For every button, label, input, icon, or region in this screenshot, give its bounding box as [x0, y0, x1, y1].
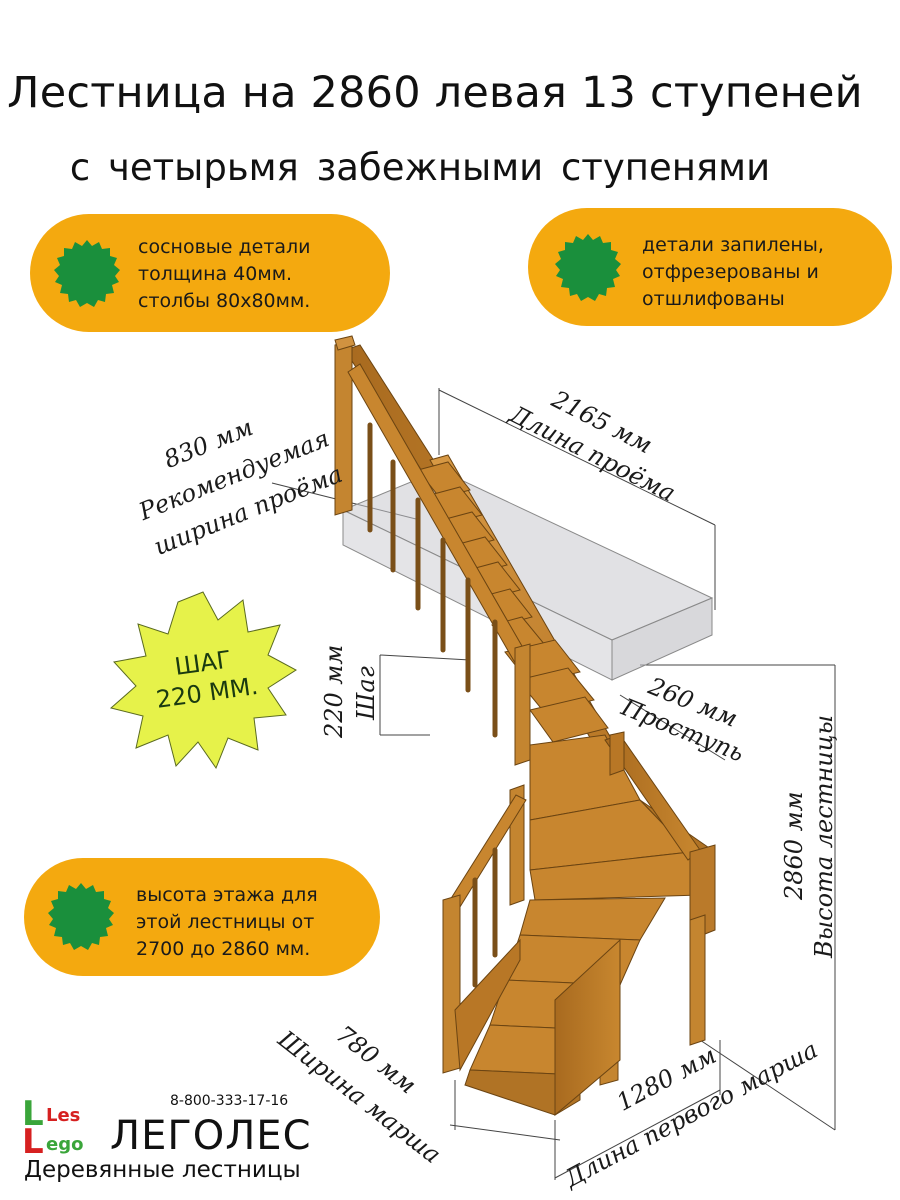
height-value: 2860 мм: [780, 791, 808, 900]
logo-icon: L L Les ego: [22, 1095, 83, 1155]
svg-text:L: L: [22, 1122, 44, 1155]
svg-text:Les: Les: [46, 1105, 80, 1126]
badge-floor-height: высота этажа для этой лестницы от 2700 д…: [24, 858, 380, 976]
badge-floor-height-line1: высота этажа для: [136, 884, 318, 906]
badge-processing-line3: отшлифованы: [642, 288, 785, 310]
step-burst-badge: [109, 591, 297, 770]
badge-material-line2: толщина 40мм.: [138, 263, 293, 285]
badge-processing-line2: отфрезерованы и: [642, 261, 819, 283]
page-title: Лестница на 2860 левая 13 ступеней: [7, 68, 863, 118]
seal-icon: [54, 240, 120, 307]
svg-text:ego: ego: [46, 1134, 83, 1155]
badge-floor-height-line3: 2700 до 2860 мм.: [136, 938, 311, 960]
brand-phone: 8-800-333-17-16: [170, 1093, 289, 1109]
page-subtitle: с четырьмя забежными ступенями: [69, 146, 771, 189]
brand-slogan: Деревянные лестницы: [24, 1157, 301, 1183]
badge-floor-height-line2: этой лестницы от: [136, 911, 315, 933]
height-label: Высота лестницы: [810, 714, 838, 958]
seal-icon: [48, 883, 114, 950]
seal-icon: [555, 234, 621, 301]
badge-processing: детали запилены, отфрезерованы и отшлифо…: [528, 208, 892, 326]
svg-text:L: L: [22, 1095, 44, 1134]
badge-material-line3: столбы 80х80мм.: [138, 290, 311, 312]
badge-processing-line1: детали запилены,: [642, 234, 824, 256]
step-height-value: 220 мм: [320, 644, 348, 738]
step-height-label: Шаг: [352, 666, 380, 720]
brand-name: ЛЕГОЛЕС: [110, 1113, 312, 1159]
badge-material: сосновые детали толщина 40мм. столбы 80х…: [30, 214, 390, 332]
badge-material-line1: сосновые детали: [138, 236, 311, 258]
